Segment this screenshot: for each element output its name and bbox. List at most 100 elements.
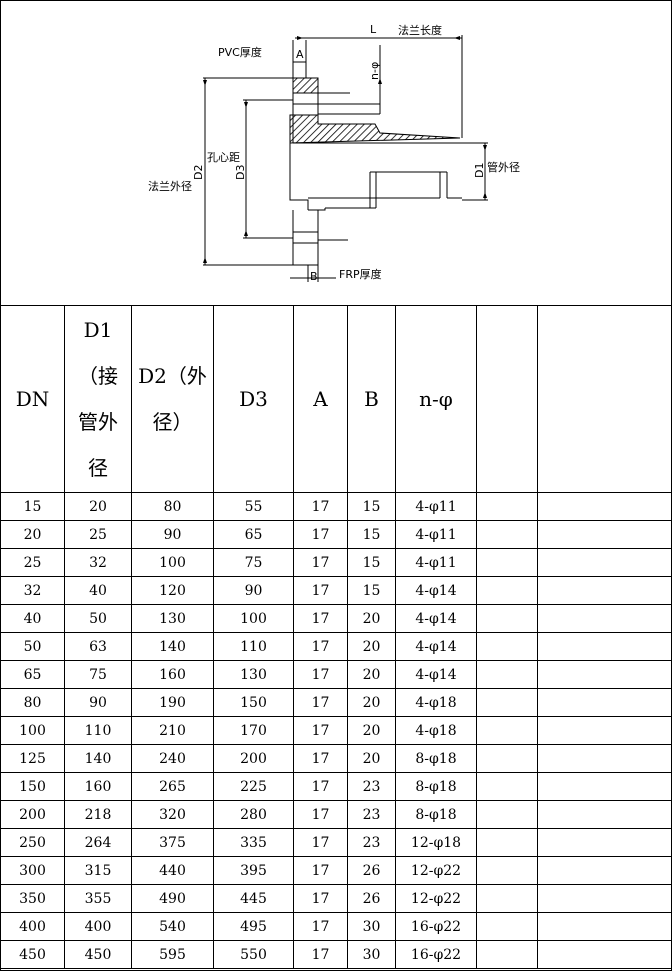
header-b: B bbox=[347, 305, 396, 493]
cell-n-phi: 8-φ18 bbox=[395, 800, 477, 829]
cell-d1: 110 bbox=[64, 716, 132, 745]
cell-d2: 120 bbox=[131, 576, 214, 605]
cell-d2: 140 bbox=[131, 632, 214, 661]
cell-blank-1 bbox=[476, 884, 538, 913]
cell-d2: 160 bbox=[131, 660, 214, 689]
cell-blank-1 bbox=[476, 632, 538, 661]
cell-n-phi: 16-φ22 bbox=[395, 940, 477, 969]
cell-b: 23 bbox=[347, 800, 396, 829]
cell-dn: 15 bbox=[0, 492, 65, 521]
cell-dn: 350 bbox=[0, 884, 65, 913]
cell-dn: 20 bbox=[0, 520, 65, 549]
flange-length-label: 法兰长度 bbox=[398, 23, 442, 37]
cell-a: 17 bbox=[293, 520, 348, 549]
cell-blank-1 bbox=[476, 492, 538, 521]
cell-d2: 490 bbox=[131, 884, 214, 913]
cell-blank-2 bbox=[537, 772, 672, 801]
cell-blank-1 bbox=[476, 828, 538, 857]
cell-a: 17 bbox=[293, 576, 348, 605]
cell-n-phi: 12-φ18 bbox=[395, 828, 477, 857]
cell-blank-1 bbox=[476, 912, 538, 941]
flange-od-label: 法兰外径 bbox=[148, 179, 192, 193]
cell-b: 26 bbox=[347, 856, 396, 885]
header-d3: D3 bbox=[213, 305, 294, 493]
cell-a: 17 bbox=[293, 744, 348, 773]
cell-n-phi: 12-φ22 bbox=[395, 856, 477, 885]
cell-b: 20 bbox=[347, 744, 396, 773]
cell-d1: 90 bbox=[64, 688, 132, 717]
cell-blank-2 bbox=[537, 716, 672, 745]
header-n-phi: n-φ bbox=[395, 305, 477, 493]
cell-d3: 170 bbox=[213, 716, 294, 745]
cell-n-phi: 4-φ11 bbox=[395, 520, 477, 549]
cell-d1: 450 bbox=[64, 940, 132, 969]
cell-d3: 150 bbox=[213, 688, 294, 717]
cell-blank-2 bbox=[537, 520, 672, 549]
cell-a: 17 bbox=[293, 856, 348, 885]
pvc-flange-face bbox=[292, 77, 319, 94]
cell-d3: 110 bbox=[213, 632, 294, 661]
cell-d1: 32 bbox=[64, 548, 132, 577]
cell-a: 17 bbox=[293, 828, 348, 857]
dim-b-label: B bbox=[310, 270, 318, 283]
cell-d3: 495 bbox=[213, 912, 294, 941]
cell-d3: 55 bbox=[213, 492, 294, 521]
cell-blank-1 bbox=[476, 576, 538, 605]
cell-d2: 240 bbox=[131, 744, 214, 773]
header-dn: DN bbox=[0, 305, 65, 493]
cell-d2: 540 bbox=[131, 912, 214, 941]
dim-d2-label: D2 bbox=[192, 165, 205, 180]
flange-upper-outline bbox=[292, 78, 319, 143]
cell-n-phi: 4-φ14 bbox=[395, 632, 477, 661]
cell-d2: 100 bbox=[131, 548, 214, 577]
header-d1: D1（接管外径 bbox=[64, 305, 132, 493]
dim-a-label: A bbox=[296, 48, 304, 61]
cell-d1: 40 bbox=[64, 576, 132, 605]
cell-b: 15 bbox=[347, 520, 396, 549]
cell-d3: 100 bbox=[213, 604, 294, 633]
cell-d3: 130 bbox=[213, 660, 294, 689]
cell-d2: 440 bbox=[131, 856, 214, 885]
cell-d3: 395 bbox=[213, 856, 294, 885]
cell-dn: 250 bbox=[0, 828, 65, 857]
cell-dn: 80 bbox=[0, 688, 65, 717]
header-d2: D2（外径） bbox=[131, 305, 214, 493]
cell-b: 20 bbox=[347, 660, 396, 689]
cell-a: 17 bbox=[293, 632, 348, 661]
cell-d1: 140 bbox=[64, 744, 132, 773]
bolt-circle-label: 孔心距 bbox=[207, 151, 240, 164]
cell-a: 17 bbox=[293, 492, 348, 521]
cell-a: 17 bbox=[293, 940, 348, 969]
cell-dn: 40 bbox=[0, 604, 65, 633]
cell-d2: 190 bbox=[131, 688, 214, 717]
cell-blank-2 bbox=[537, 800, 672, 829]
flange-drawing: PVC厚度 A 法兰长度 L n-φ 孔心距 D3 D2 法兰外径 D1 管外径… bbox=[0, 0, 672, 305]
header-blank-1 bbox=[476, 305, 538, 493]
cell-blank-2 bbox=[537, 828, 672, 857]
pvc-thickness-label: PVC厚度 bbox=[218, 45, 262, 59]
cell-a: 17 bbox=[293, 688, 348, 717]
frp-thickness-label: FRP厚度 bbox=[339, 267, 382, 281]
cell-d3: 90 bbox=[213, 576, 294, 605]
cell-a: 17 bbox=[293, 660, 348, 689]
cell-d2: 375 bbox=[131, 828, 214, 857]
table-header-row: DN D1（接管外径 D2（外径） D3 A B n-φ bbox=[0, 305, 672, 493]
cell-blank-2 bbox=[537, 940, 672, 969]
cell-a: 17 bbox=[293, 884, 348, 913]
cell-dn: 400 bbox=[0, 912, 65, 941]
cell-n-phi: 4-φ11 bbox=[395, 548, 477, 577]
header-blank-2 bbox=[537, 305, 672, 493]
cell-blank-2 bbox=[537, 912, 672, 941]
cell-d1: 20 bbox=[64, 492, 132, 521]
flange-lower-outline bbox=[289, 143, 309, 210]
cell-blank-1 bbox=[476, 716, 538, 745]
cell-b: 20 bbox=[347, 632, 396, 661]
cell-d2: 320 bbox=[131, 800, 214, 829]
